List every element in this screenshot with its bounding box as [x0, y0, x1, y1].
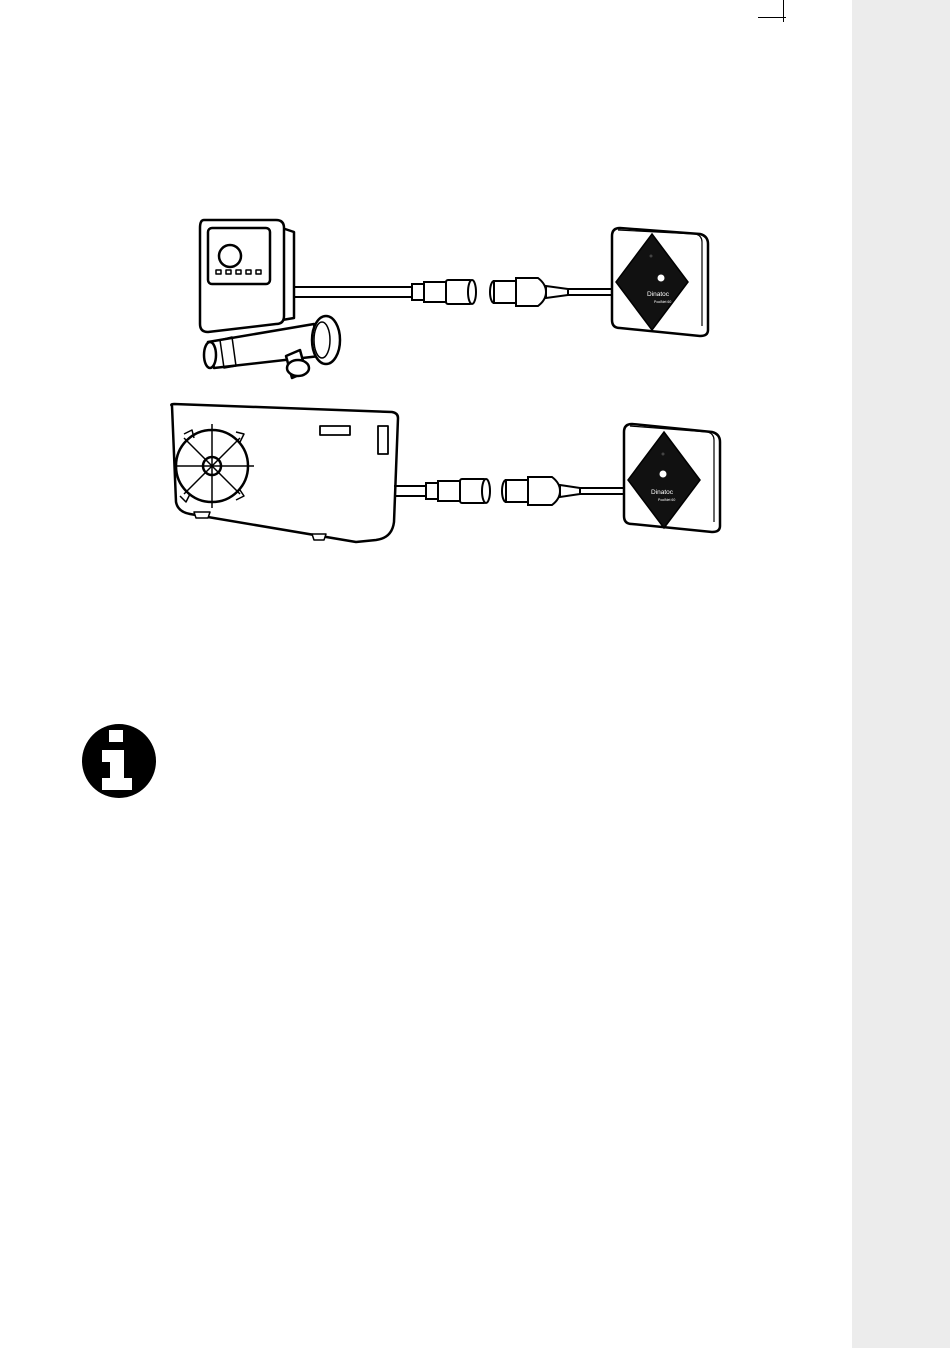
bottom-cable	[394, 477, 626, 505]
svg-text:Dinatoc: Dinatoc	[647, 291, 670, 298]
wireless-module-top: Dinatoc PoolNet 60	[612, 228, 708, 336]
wireless-module-bottom: Dinatoc PoolNet 60	[624, 424, 720, 532]
side-margin-strip	[852, 0, 950, 1348]
connection-illustration: Dinatoc PoolNet 60	[0, 0, 852, 600]
info-icon	[80, 722, 158, 800]
manual-page: Dinatoc PoolNet 60	[0, 0, 852, 1348]
svg-text:PoolNet 60: PoolNet 60	[658, 498, 675, 502]
pool-pump-unit	[200, 220, 340, 378]
svg-text:Dinatoc: Dinatoc	[651, 489, 674, 496]
svg-text:PoolNet 60: PoolNet 60	[654, 300, 671, 304]
heat-pump-unit	[171, 404, 398, 542]
top-cable	[294, 278, 612, 306]
